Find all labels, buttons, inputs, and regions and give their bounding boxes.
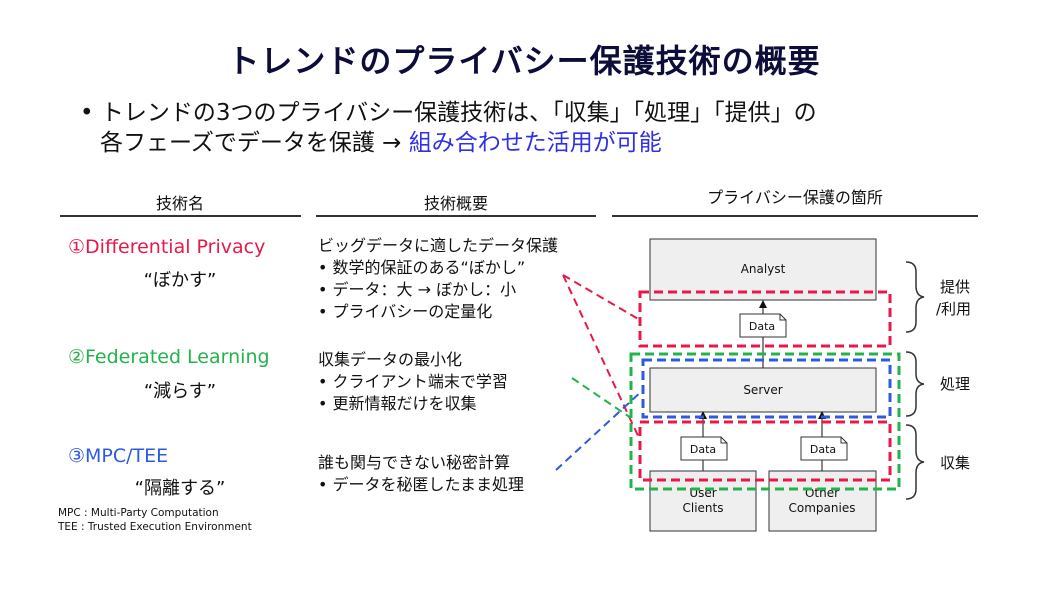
column-divider-name [60, 215, 301, 217]
page-title: トレンドのプライバシー保護技術の概要 [227, 42, 821, 80]
brace-collect [905, 424, 925, 500]
phase-collect-label: 収集 [940, 454, 970, 472]
phase-provide-label-1: 提供 [940, 278, 970, 296]
technique-1-point: • データ：大 → ぼかし：小 [318, 280, 517, 299]
federated-learning-region [629, 352, 901, 491]
analyst-box [649, 238, 877, 301]
phase-provide-label-2: /利用 [936, 300, 971, 318]
brace-provide [905, 261, 925, 333]
technique-3-point: • データを秘匿したまま処理 [318, 475, 525, 494]
differential-privacy-region-provide [638, 290, 892, 348]
user-clients-label-2: Clients [683, 501, 724, 515]
bullet-line-2-text: 各フェーズでデータを保護 → [100, 130, 409, 156]
technique-1-summary: ビッグデータに適したデータ保護 • 数学的保証のある“ぼかし” • データ：大 … [318, 235, 558, 323]
technique-3-name: ③MPC/TEE [68, 445, 169, 467]
column-header-location: プライバシー保護の箇所 [707, 188, 883, 207]
technique-2-point: • 更新情報だけを収集 [318, 394, 477, 413]
column-divider-summary [316, 215, 596, 217]
data-document-icon: Data [680, 436, 728, 461]
summary-bullet: • トレンドの3つのプライバシー保護技術は、「収集」「処理」「提供」の 各フェー… [80, 98, 817, 158]
technique-1-point: • 数学的保証のある“ぼかし” [318, 258, 526, 277]
user-clients-box [649, 470, 757, 532]
bullet-accent-text: 組み合わせた活用が可能 [408, 130, 662, 156]
connector-mpc-tee [555, 389, 644, 471]
technique-1-nickname: “ぼかす” [143, 270, 217, 291]
server-label: Server [743, 383, 782, 397]
data-label: Data [749, 320, 775, 333]
technique-2-point: • クライアント端末で学習 [318, 372, 508, 391]
data-label: Data [690, 443, 716, 456]
technique-2-name: ②Federated Learning [68, 346, 270, 368]
technique-2-nickname: “減らす” [143, 381, 217, 402]
data-document-icon: Data [800, 436, 848, 461]
bullet-line-1: トレンドの3つのプライバシー保護技術は、「収集」「処理」「提供」の [100, 100, 817, 126]
technique-1-summary-title: ビッグデータに適したデータ保護 [318, 236, 559, 255]
data-label: Data [810, 443, 836, 456]
phase-process-label: 処理 [940, 375, 970, 393]
data-document-icon: Data [739, 313, 787, 338]
connector-differential-privacy [562, 274, 641, 441]
footnotes: MPC : Multi-Party Computation TEE : Trus… [58, 506, 252, 534]
bullet-line-2: 各フェーズでデータを保護 → 組み合わせた活用が可能 [80, 128, 817, 158]
other-companies-label-1: Other [805, 486, 839, 500]
technique-2-summary-title: 収集データの最小化 [318, 350, 463, 369]
technique-3-nickname: “隔離する” [134, 478, 226, 499]
column-divider-location [612, 215, 978, 217]
other-companies-label-2: Companies [789, 501, 856, 515]
analyst-label: Analyst [741, 262, 786, 276]
bullet-mark: • [80, 100, 94, 126]
technique-1-point: • プライバシーの定量化 [318, 302, 493, 321]
technique-3-summary-title: 誰も関与できない秘密計算 [318, 453, 511, 472]
column-header-summary: 技術概要 [423, 194, 488, 213]
brace-process [905, 351, 925, 417]
technique-1-name: ①Differential Privacy [68, 236, 266, 258]
column-header-name: 技術名 [155, 194, 204, 213]
technique-3-summary: 誰も関与できない秘密計算 • データを秘匿したまま処理 [318, 452, 524, 496]
technique-2-summary: 収集データの最小化 • クライアント端末で学習 • 更新情報だけを収集 [318, 349, 508, 415]
connector-differential-privacy [562, 274, 641, 321]
connector-federated-learning [571, 377, 632, 419]
footnote-mpc: MPC : Multi-Party Computation [58, 507, 219, 519]
footnote-tee: TEE : Trusted Execution Environment [58, 521, 252, 533]
mpc-tee-region [641, 358, 892, 419]
